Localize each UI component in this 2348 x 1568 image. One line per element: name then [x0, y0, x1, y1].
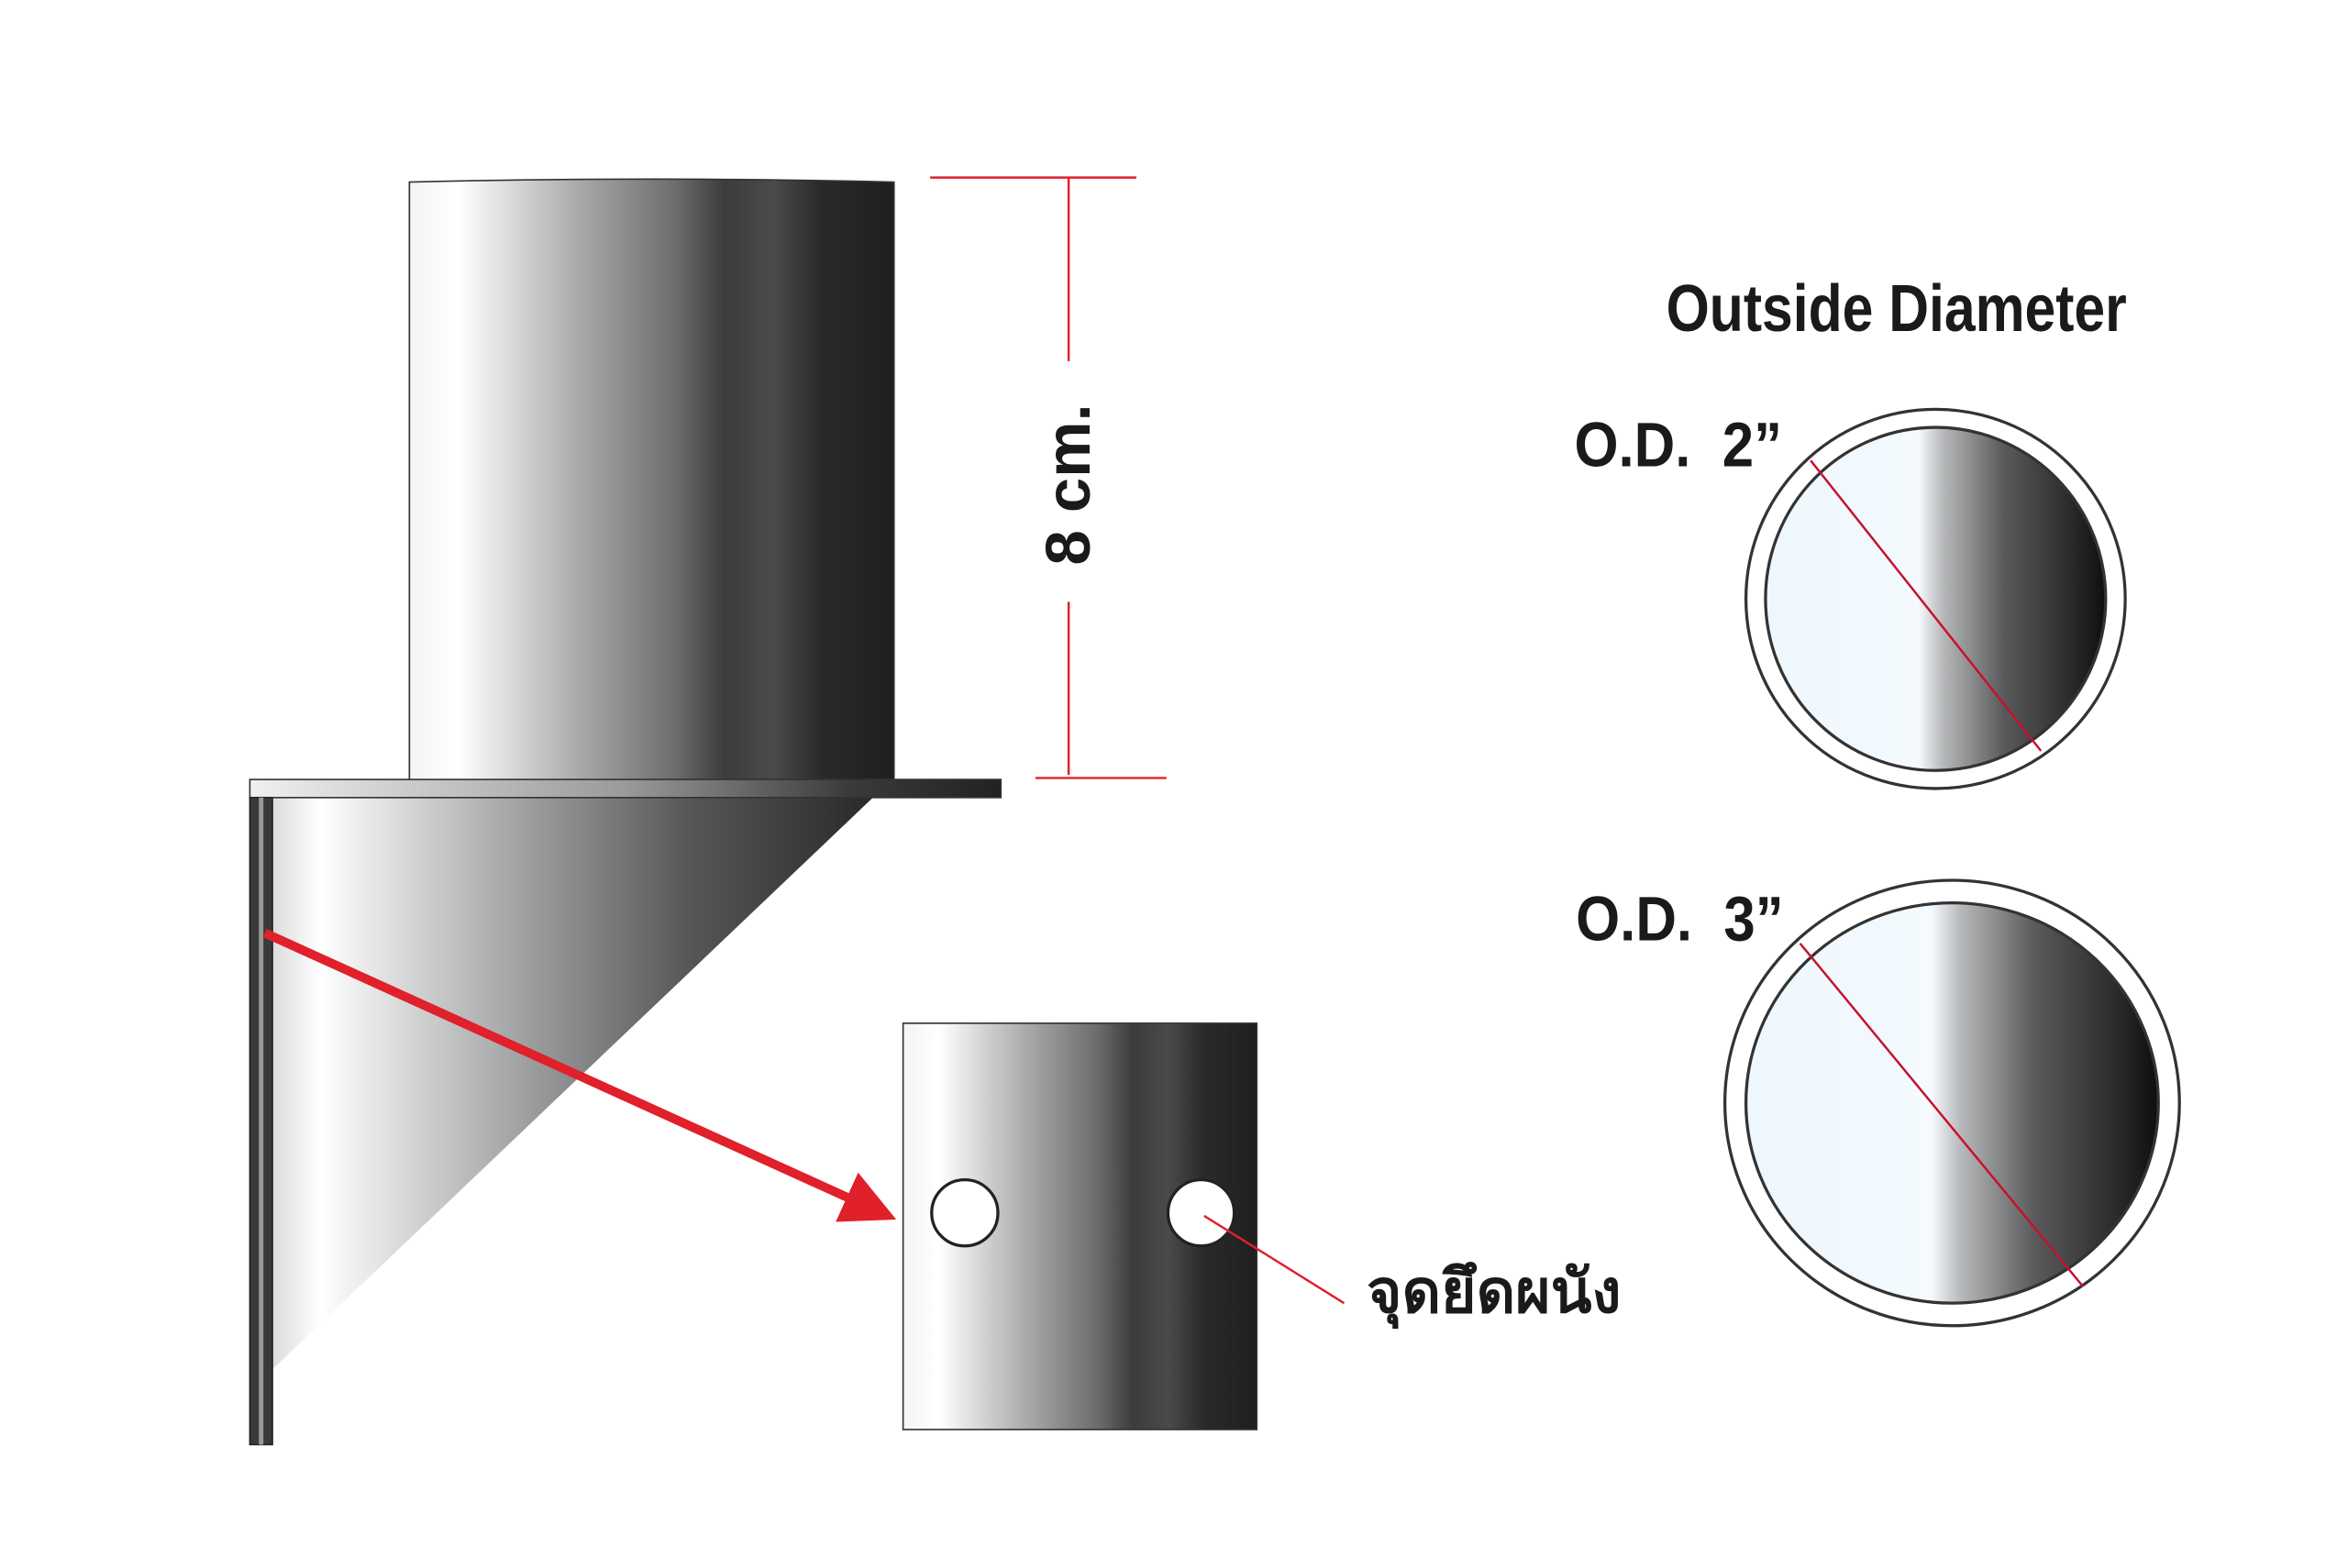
- od-2-diameter-line: [1810, 459, 2043, 752]
- od-2-pipe-section: [1744, 407, 2127, 790]
- dimension-label: 8 cm.: [1033, 403, 1103, 565]
- od-3-diameter-line: [1799, 943, 2085, 1287]
- base-flange: [249, 778, 1002, 799]
- od-2-label: O.D. 2”: [1575, 410, 1782, 480]
- od-3-pipe-section: [1722, 878, 2181, 1328]
- callout-arrow: [262, 928, 897, 1222]
- mounting-hole-left: [930, 1177, 1000, 1248]
- wall-mount-label: จุดยึดผนัง: [1367, 1258, 1622, 1330]
- od-3-label: O.D. 3”: [1576, 884, 1783, 955]
- gusset-plate: [272, 797, 873, 1370]
- wall-plate-detail: [902, 1022, 1258, 1430]
- mounting-hole-right: [1166, 1177, 1236, 1248]
- pipe-sleeve: [408, 178, 895, 790]
- height-dimension: [930, 176, 1167, 779]
- wall-plate-highlight: [259, 797, 264, 1445]
- od-title: Outside Diameter: [1667, 272, 2127, 346]
- leader-line: [1203, 1214, 1346, 1305]
